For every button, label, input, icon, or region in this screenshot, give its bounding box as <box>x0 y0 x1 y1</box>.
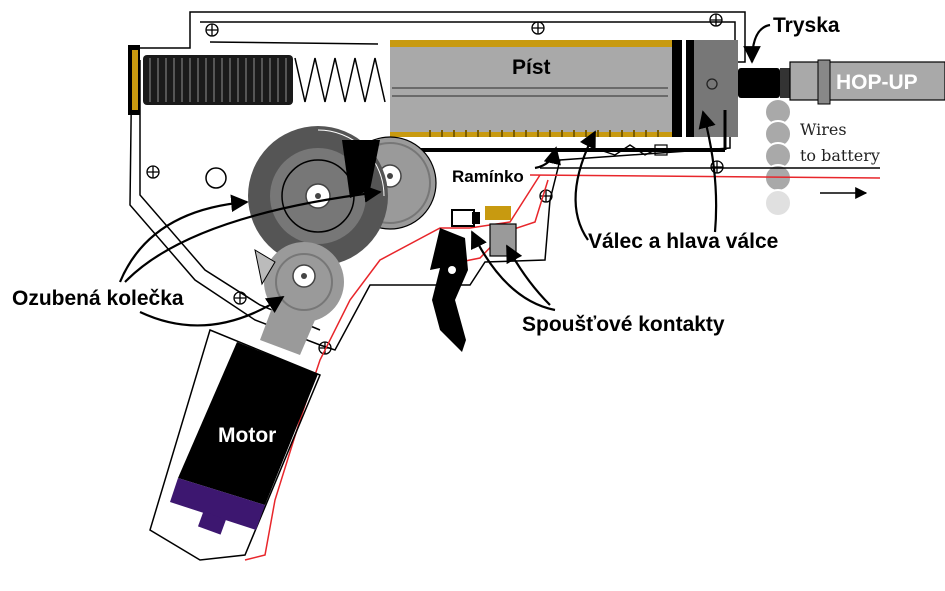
sector-gear <box>248 126 388 266</box>
arrow-spoustove-2 <box>506 244 551 306</box>
arrow-ozubena-3 <box>139 296 285 327</box>
label-hopup: HOP-UP <box>836 71 918 94</box>
label-motor: Motor <box>218 424 276 447</box>
trigger <box>430 228 468 352</box>
mounting-hole <box>205 167 227 189</box>
hopup-unit: HOP-UP <box>789 59 945 105</box>
label-pist: Píst <box>512 56 551 79</box>
nozzle <box>738 68 792 98</box>
spring-assembly <box>128 41 386 115</box>
label-wires-2: to battery <box>800 146 880 165</box>
label-valec: Válec a hlava válce <box>588 230 778 253</box>
label-wires-1: Wires <box>800 120 847 139</box>
label-tryska: Tryska <box>773 14 840 37</box>
label-raminko: Ramínko <box>452 167 524 186</box>
arrow-ozubena-2 <box>124 185 382 283</box>
arrow-tryska <box>743 23 771 64</box>
label-spoustove: Spoušťové kontakty <box>522 313 725 336</box>
piston-cylinder: Píst <box>390 40 738 137</box>
arrow-raminko <box>534 146 561 170</box>
arrow-valec-2 <box>698 110 718 233</box>
bevel-gear <box>254 242 344 322</box>
arrow-valec-1 <box>574 130 596 241</box>
motor: Motor <box>149 300 321 561</box>
bb-stack <box>764 98 792 217</box>
arrow-spoustove-1 <box>471 230 556 312</box>
arrow-ozubena-1 <box>118 194 249 283</box>
screw-icons <box>146 13 724 355</box>
label-ozubena: Ozubená kolečka <box>12 287 184 310</box>
